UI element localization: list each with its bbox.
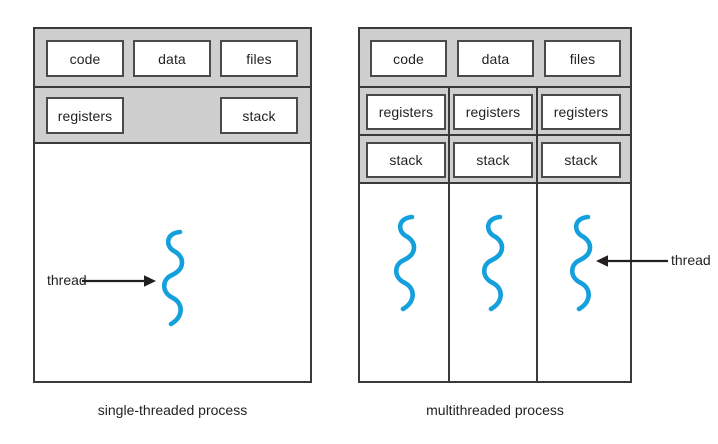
thread-state-box-label: registers [553,104,609,120]
thread-state-box-label: registers [57,107,113,124]
resource-box-files: files [220,40,298,77]
thread-state-box-stack: stack [220,97,298,134]
multithreaded-caption: multithreaded process [426,402,564,418]
thread-label-single: thread [47,272,87,288]
thread-state-box-label: stack [476,152,510,168]
thread-stack-box-3: stack [541,142,621,178]
thread-squiggle-3 [569,214,593,312]
resource-box-label: files [246,50,272,67]
resource-box-code: code [370,40,447,77]
thread-squiggle-1 [161,229,185,327]
registers-band-multi: registers registers registers [360,88,630,136]
thread-registers-box-2: registers [453,94,533,130]
thread-registers-box-1: registers [366,94,446,130]
thread-state-box-label: stack [242,107,276,124]
execution-area-multi [360,184,630,381]
column-divider-threads-2 [536,184,538,381]
resource-box-files: files [544,40,621,77]
column-divider-registers-1 [448,88,450,136]
resource-box-label: data [481,50,510,67]
resource-box-label: code [69,50,101,67]
thread-registers-box-3: registers [541,94,621,130]
shared-resources-band-single: code data files [35,29,310,88]
shared-resources-band-multi: code data files [360,29,630,88]
resource-box-label: code [393,50,424,67]
execution-area-single: thread [35,144,310,381]
thread-state-box-label: stack [389,152,423,168]
thread-arrow-single [82,275,156,287]
thread-stack-box-2: stack [453,142,533,178]
thread-state-box-registers: registers [46,97,124,134]
column-divider-stack-1 [448,136,450,184]
stack-band-multi: stack stack stack [360,136,630,184]
resource-box-data: data [133,40,211,77]
thread-squiggle-2 [481,214,505,312]
column-divider-threads-1 [448,184,450,381]
resource-box-label: data [158,50,186,67]
single-threaded-process-panel: code data files registers stack [33,27,312,383]
thread-state-box-label: registers [378,104,434,120]
thread-state-band-single: registers stack [35,88,310,144]
resource-box-label: files [569,50,596,67]
column-divider-stack-2 [536,136,538,184]
resource-box-code: code [46,40,124,77]
thread-state-box-label: stack [564,152,598,168]
resource-box-data: data [457,40,534,77]
multithreaded-process-panel: code data files registers registers regi… [358,27,632,383]
single-threaded-caption: single-threaded process [97,402,248,418]
thread-squiggle-1 [393,214,417,312]
thread-arrow-multi [596,255,668,267]
column-divider-registers-2 [536,88,538,136]
thread-state-box-label: registers [465,104,521,120]
thread-label-multi: thread [671,252,711,268]
thread-stack-box-1: stack [366,142,446,178]
